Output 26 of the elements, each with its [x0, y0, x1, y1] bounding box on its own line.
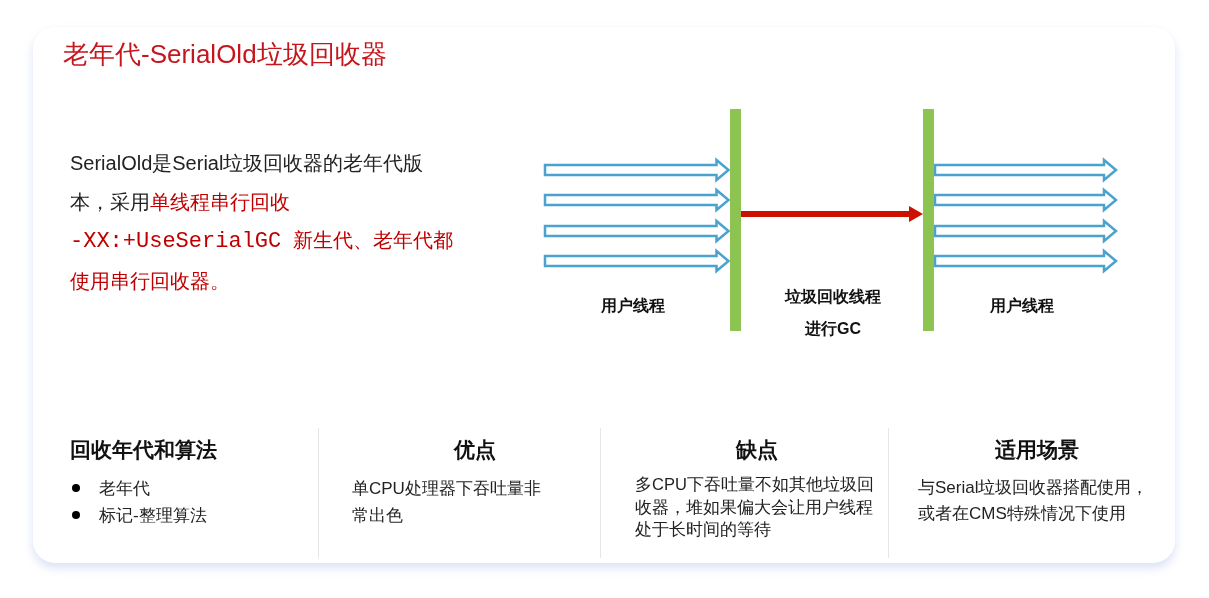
- phase-label: 垃圾回收线程进行GC: [784, 287, 882, 339]
- page-title: 老年代-SerialOld垃圾回收器: [63, 38, 387, 71]
- list-item: 标记-整理算法: [99, 505, 207, 527]
- column-heading: 缺点: [736, 437, 778, 463]
- body-text: 单CPU处理器下吞吐量非常出色: [352, 478, 542, 527]
- vertical-bar: [923, 109, 934, 331]
- list-item: 老年代: [99, 478, 150, 500]
- column-heading: 优点: [454, 437, 496, 463]
- vertical-bar: [730, 109, 741, 331]
- phase-label: 用户线程: [601, 296, 665, 316]
- phase-label: 用户线程: [990, 296, 1054, 316]
- description-text: SerialOld是Serial垃圾回收器的老年代版本，采用单线程串行回收: [70, 151, 425, 215]
- option-note: -XX:+UseSerialGC 新生代、老年代都使用串行回收器。: [70, 228, 455, 294]
- hollow-arrow: [543, 218, 731, 244]
- body-text: 多CPU下吞吐量不如其他垃圾回收器，堆如果偏大会让用户线程处于长时间的等待: [635, 474, 875, 540]
- arrow: [741, 206, 923, 222]
- hollow-arrow: [543, 187, 731, 213]
- hollow-arrow: [933, 187, 1118, 213]
- hollow-arrow: [543, 157, 731, 183]
- hollow-arrow: [933, 157, 1118, 183]
- column-heading: 回收年代和算法: [70, 437, 217, 463]
- body-text: 与Serial垃圾回收器搭配使用，或者在CMS特殊情况下使用: [918, 477, 1150, 525]
- hollow-arrow: [543, 248, 731, 274]
- hollow-arrow: [933, 248, 1118, 274]
- hollow-arrow: [933, 218, 1118, 244]
- column-heading: 适用场景: [995, 437, 1079, 463]
